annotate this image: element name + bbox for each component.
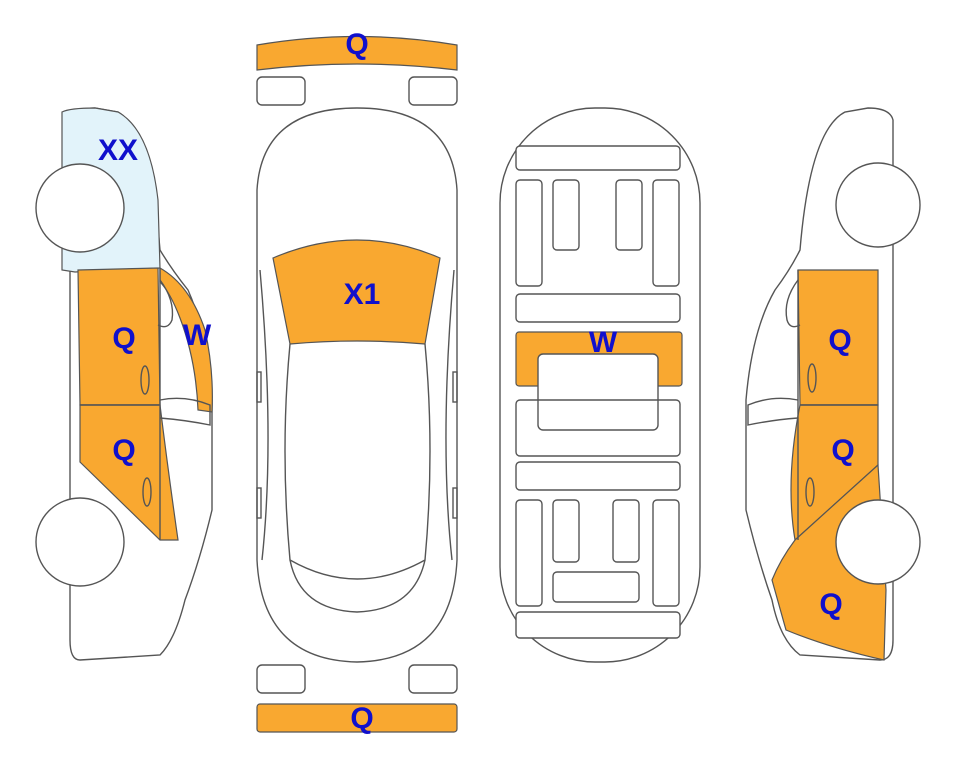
top-rear-glass — [289, 559, 426, 613]
front-left-wheel-top — [256, 76, 306, 106]
right-front-wheel — [835, 162, 921, 248]
label-front-bumper: Q — [345, 28, 368, 61]
top-left-handle — [256, 487, 262, 519]
interior-center-console — [537, 353, 659, 431]
label-right-front-door: Q — [828, 324, 851, 357]
left-mirror-outline — [157, 279, 174, 328]
interior-seat-4 — [652, 179, 680, 287]
left-a-pillar-panel — [159, 266, 213, 413]
left-front-wheel — [35, 163, 125, 253]
right-front-handle — [807, 363, 817, 393]
label-windshield: X1 — [344, 278, 381, 311]
left-rear-handle — [142, 477, 152, 507]
right-door-sill — [747, 397, 799, 426]
top-right-mirror — [452, 371, 458, 403]
left-rear-wheel — [35, 497, 125, 587]
label-right-quarter-panel: Q — [819, 588, 842, 621]
damage-labels: Q X1 Q W XX W Q Q Q Q Q — [98, 28, 855, 735]
label-left-a-pillar: W — [183, 319, 212, 352]
top-view — [256, 35, 458, 733]
left-rear-door-panel — [79, 404, 179, 541]
label-left-windshield: XX — [98, 134, 138, 167]
left-side-view — [35, 107, 213, 661]
interior-view — [499, 107, 701, 663]
interior-seat-8 — [652, 499, 680, 607]
rear-left-wheel-top — [256, 664, 306, 694]
interior-seat-2 — [552, 179, 580, 251]
interior-mid-frame — [515, 399, 681, 457]
interior-rear-bench — [552, 571, 640, 603]
interior-front-bar — [515, 145, 681, 171]
front-bumper-panel — [256, 35, 458, 71]
label-left-rear-door: Q — [112, 434, 135, 467]
rear-right-wheel-top — [408, 664, 458, 694]
interior-seat-7 — [612, 499, 640, 563]
interior-seat-1 — [515, 179, 543, 287]
label-left-front-door: Q — [112, 322, 135, 355]
label-roof-panel: W — [589, 326, 618, 359]
right-rear-wheel — [835, 499, 921, 585]
top-left-side-line — [259, 269, 269, 561]
label-right-rear-door: Q — [831, 434, 854, 467]
top-right-side-line — [445, 269, 455, 561]
top-roof-outline — [284, 343, 431, 580]
windshield-panel — [272, 239, 441, 345]
rear-bumper-panel — [256, 703, 458, 733]
interior-rear-bar — [515, 461, 681, 491]
interior-seat-6 — [552, 499, 580, 563]
interior-trunk-bar — [515, 611, 681, 639]
left-front-handle — [140, 365, 150, 395]
label-rear-bumper: Q — [350, 702, 373, 735]
left-door-sill — [159, 397, 211, 426]
top-left-mirror — [256, 371, 262, 403]
interior-seat-5 — [515, 499, 543, 607]
right-side-view — [745, 107, 921, 661]
interior-dash-bar — [515, 293, 681, 323]
right-mirror-outline — [785, 279, 801, 328]
right-rear-handle — [805, 477, 815, 507]
front-right-wheel-top — [408, 76, 458, 106]
top-right-handle — [452, 487, 458, 519]
interior-seat-3 — [615, 179, 643, 251]
